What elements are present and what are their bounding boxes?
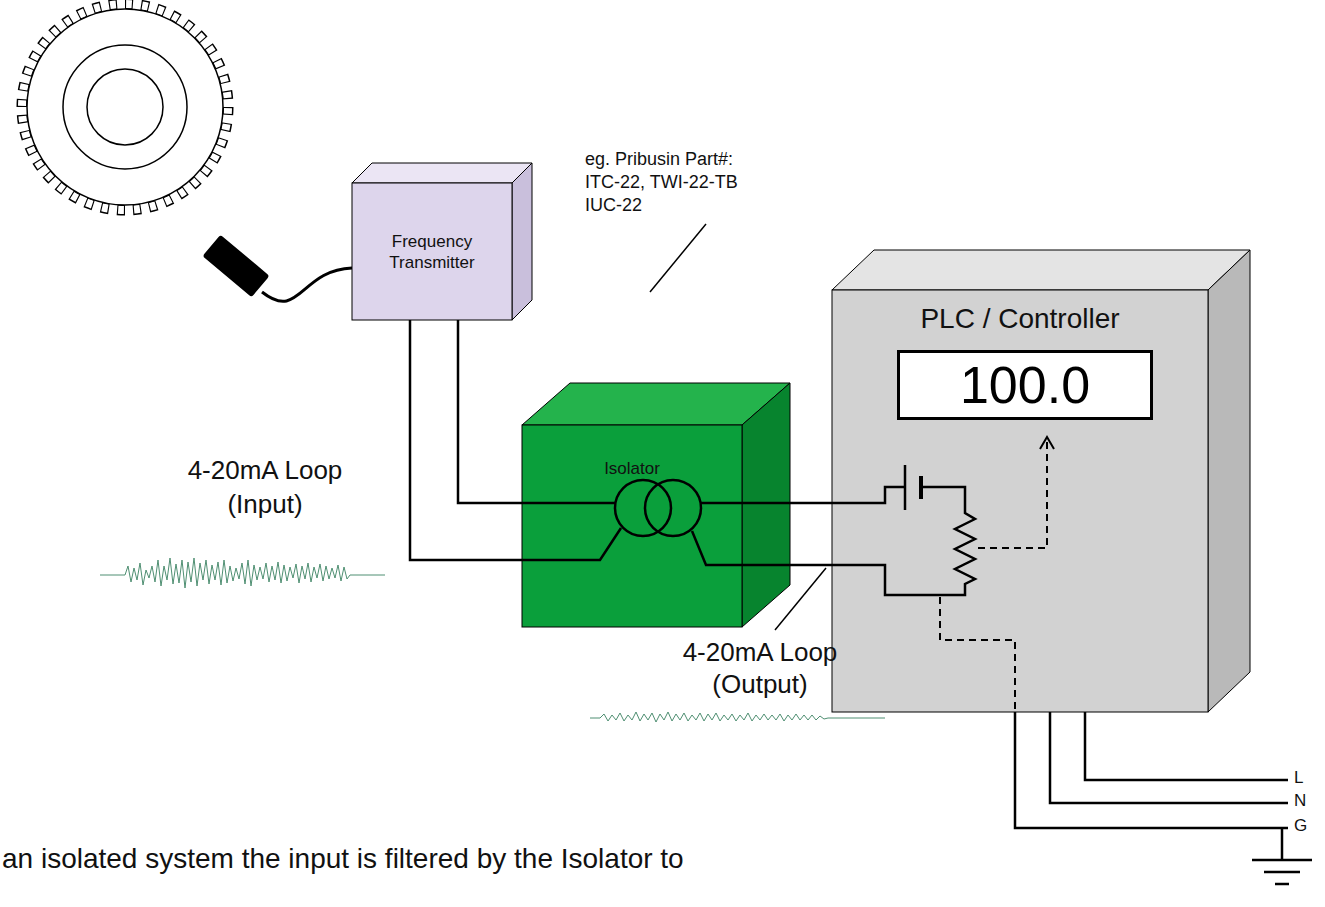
- arrowhead: [1040, 437, 1054, 449]
- node-label: 100.0: [960, 355, 1090, 415]
- wire-line: [742, 502, 832, 505]
- controller-housing: [832, 250, 1250, 712]
- loop-wire: [458, 320, 522, 503]
- transmitter-housing: [352, 163, 532, 320]
- terminal-name: N: [1294, 791, 1314, 811]
- terminal-name: G: [1294, 816, 1314, 836]
- isolator-housing: [522, 383, 790, 627]
- noisy-signal-trace: [100, 558, 385, 588]
- mains-wiring: [1015, 712, 1312, 884]
- speed-sensor: [202, 235, 352, 302]
- controller-box: PLC / Controller 100.0: [832, 290, 1208, 712]
- isolator-box: Isolator: [522, 425, 742, 627]
- node-label: Frequency Transmitter: [362, 231, 502, 273]
- display-box: 100.0: [897, 350, 1153, 420]
- signal-path: [940, 440, 1047, 712]
- signal-name: 4-20mA Loop (Output): [650, 636, 870, 700]
- loop-wire: [742, 503, 832, 504]
- caption-text: an isolated system the input is filtered…: [2, 842, 1002, 876]
- transformer-symbol: [522, 480, 742, 565]
- terminal-name: L: [1294, 768, 1314, 788]
- input-circuit: [832, 465, 975, 595]
- wire-line: [458, 320, 522, 503]
- loop-wire: [742, 565, 832, 566]
- wire-line: [410, 320, 522, 560]
- filtered-signal-trace: [590, 712, 885, 722]
- leader-lines: [650, 224, 826, 630]
- wire-line: [742, 564, 832, 567]
- node-label: PLC / Controller: [920, 303, 1119, 335]
- node-label: Isolator: [604, 458, 660, 479]
- loop-wire: [410, 320, 522, 560]
- gear: [22, 4, 228, 210]
- signal-name: 4-20mA Loop (Input): [170, 453, 360, 521]
- part-number-note: eg. Pribusin Part#: ITC-22, TWI-22-TB IU…: [585, 148, 761, 217]
- transmitter-box: Frequency Transmitter: [352, 183, 512, 320]
